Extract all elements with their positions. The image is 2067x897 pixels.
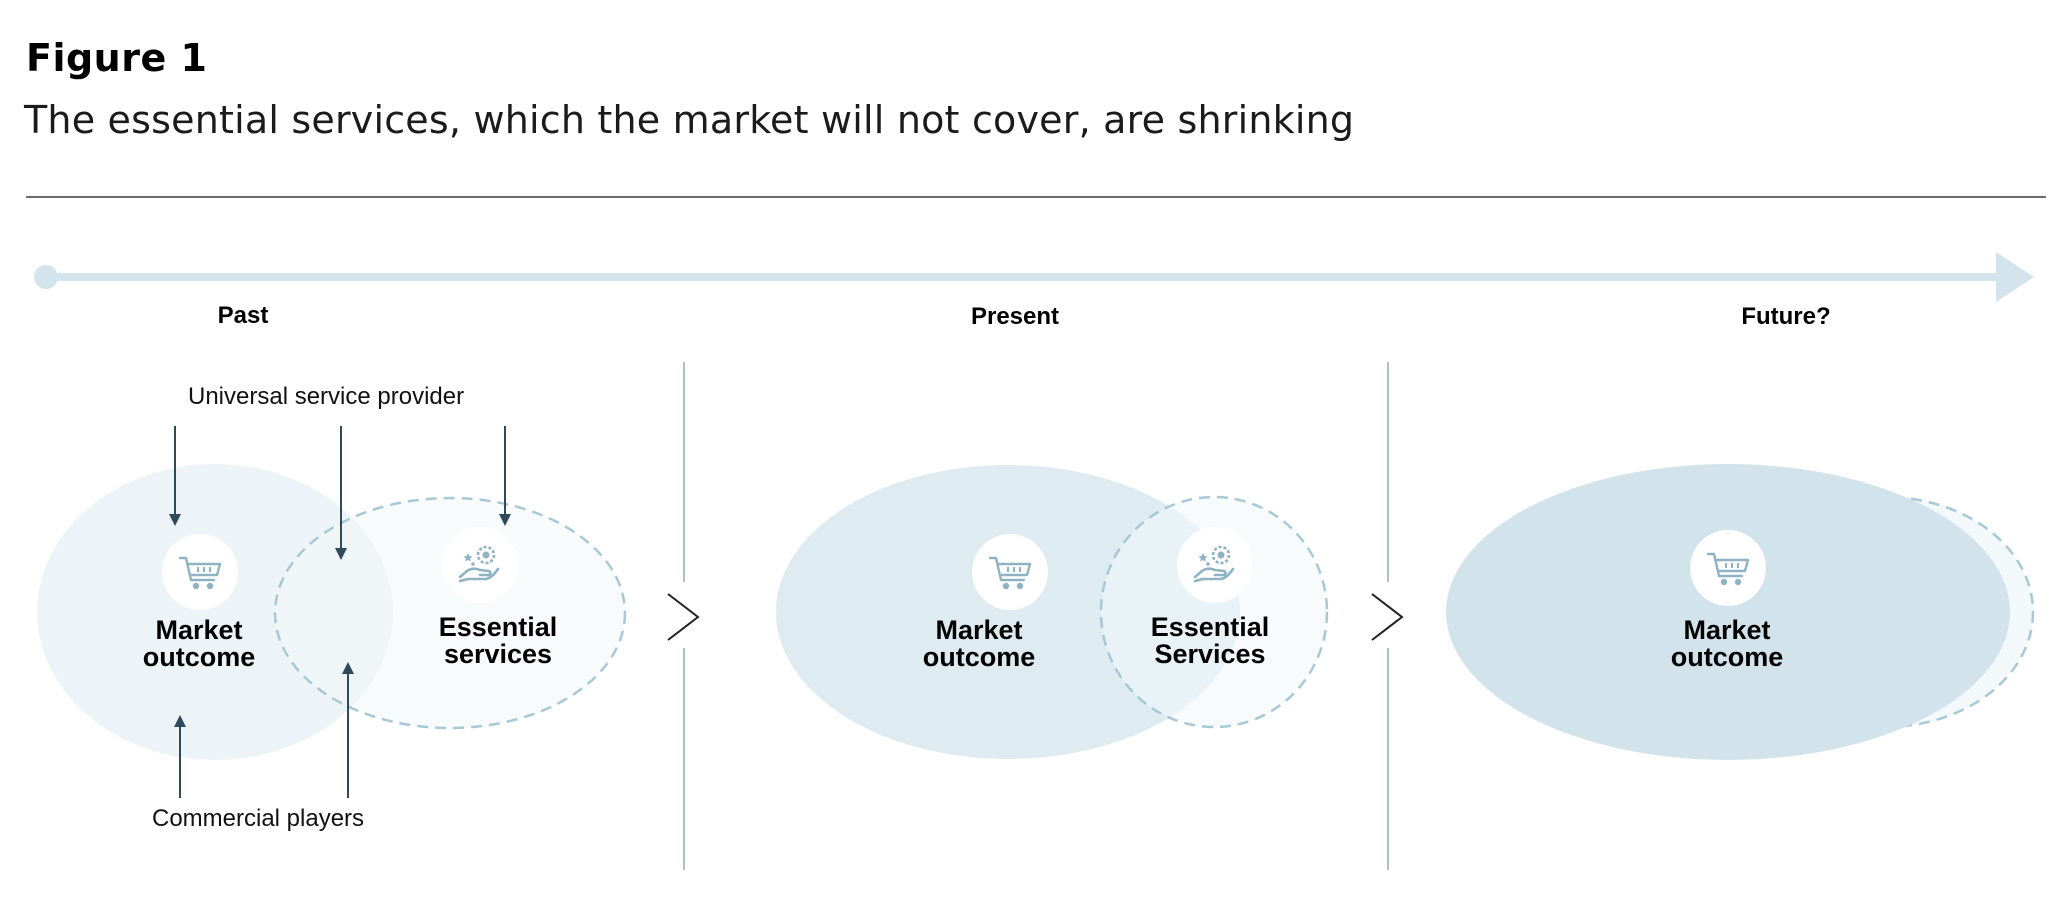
period-label-past: Past: [217, 302, 269, 329]
past-market-outcome-label: Market outcome: [143, 617, 256, 671]
label-line: outcome: [922, 642, 1036, 672]
past-essential-services-circle: [273, 496, 627, 730]
label-line: Services: [1154, 639, 1266, 669]
present-essential-services-label: Essential Services: [1151, 614, 1270, 668]
period-label-future: Future?: [1741, 303, 1831, 330]
figure-title: The essential services, which the market…: [24, 98, 1355, 142]
label-line: services: [443, 639, 553, 669]
hand-with-gear-icon: [442, 527, 518, 603]
title-divider: [26, 196, 2046, 198]
shopping-cart-icon: [1690, 530, 1766, 606]
shopping-cart-icon: [972, 534, 1048, 610]
label-line: Market: [155, 615, 243, 645]
present-market-outcome-label: Market outcome: [923, 617, 1036, 671]
past-market-outcome-circle: [37, 464, 393, 760]
future-market-outcome-label: Market outcome: [1671, 617, 1784, 671]
label-line: Essential: [438, 612, 558, 642]
period-label-present: Present: [970, 303, 1060, 330]
label-line: outcome: [142, 642, 256, 672]
label-line: outcome: [1670, 642, 1784, 672]
hand-with-gear-icon: [1177, 527, 1253, 603]
chevron-right-icon: [1371, 593, 1404, 641]
label-line: Essential: [1150, 612, 1270, 642]
commercial-players-label: Commercial players: [152, 805, 365, 832]
label-line: Market: [935, 615, 1023, 645]
present-essential-services-circle: [1099, 495, 1329, 729]
present-market-outcome-circle: [776, 465, 1240, 759]
shopping-cart-icon: [162, 534, 238, 610]
timeline-arrowhead: [1996, 252, 2034, 302]
label-line: Market: [1683, 615, 1771, 645]
annotation-arrows: [169, 426, 511, 798]
past-essential-services-label: Essential services: [439, 614, 558, 668]
future-market-outcome-circle: [1446, 464, 2010, 760]
figure-label: Figure 1: [26, 36, 208, 80]
chevron-right-icon: [667, 593, 700, 641]
universal-service-provider-label: Universal service provider: [188, 383, 465, 410]
